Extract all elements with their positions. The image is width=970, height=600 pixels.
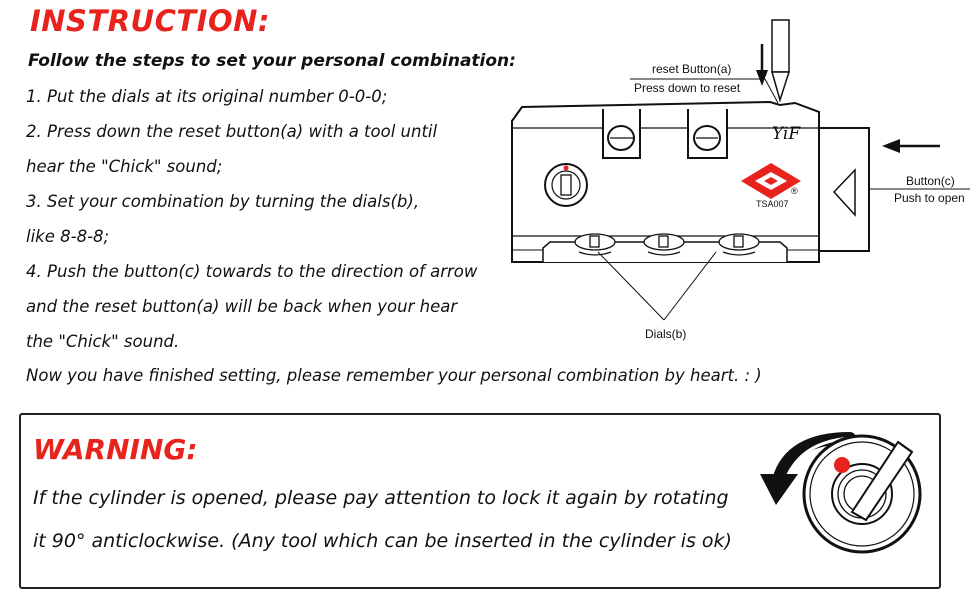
shackle-slot-left: [602, 109, 641, 159]
reset-button-action: Press down to reset: [634, 81, 741, 95]
warning-box: [19, 413, 941, 589]
reset-button-label: reset Button(a): [652, 62, 732, 76]
button-c-label: Button(c): [906, 174, 955, 188]
dials-label: Dials(b): [645, 327, 687, 341]
dial-1: [574, 233, 616, 256]
instruction-subtitle: Follow the steps to set your personal co…: [28, 51, 516, 71]
reset-tool-icon: [771, 19, 791, 103]
step-4: 4. Push the button(c) towards to the dir…: [26, 262, 478, 281]
finish-note: Now you have finished setting, please re…: [26, 366, 762, 385]
cylinder-icon: [544, 163, 588, 207]
registered-mark: ®: [791, 186, 798, 196]
step-3: 3. Set your combination by turning the d…: [26, 192, 420, 211]
step-2: 2. Press down the reset button(a) with a…: [26, 122, 438, 141]
step-4-end: the "Chick" sound.: [26, 332, 180, 351]
push-left-arrow-icon: [882, 139, 940, 153]
step-2-cont: hear the "Chick" sound;: [26, 157, 223, 176]
step-3-cont: like 8-8-8;: [26, 227, 110, 246]
button-c-action: Push to open: [894, 191, 965, 205]
button-c: [818, 127, 870, 252]
tsa-logo-icon: [741, 163, 801, 199]
inserted-tool-icon: [850, 440, 914, 522]
shackle-slot-right: [687, 109, 728, 159]
step-4-cont: and the reset button(a) will be back whe…: [26, 297, 458, 316]
model-label: TSA007: [756, 199, 789, 209]
warning-line-1: If the cylinder is opened, please pay at…: [33, 487, 729, 509]
warning-line-2: it 90° anticlockwise. (Any tool which ca…: [33, 530, 732, 552]
step-1: 1. Put the dials at its original number …: [26, 87, 388, 106]
dial-3: [718, 233, 760, 256]
instruction-title: INSTRUCTION:: [30, 4, 270, 38]
warning-title: WARNING:: [33, 433, 198, 466]
dial-2: [643, 233, 685, 256]
press-down-arrow-icon: [756, 44, 768, 86]
brand-logo: YiF: [772, 124, 801, 144]
